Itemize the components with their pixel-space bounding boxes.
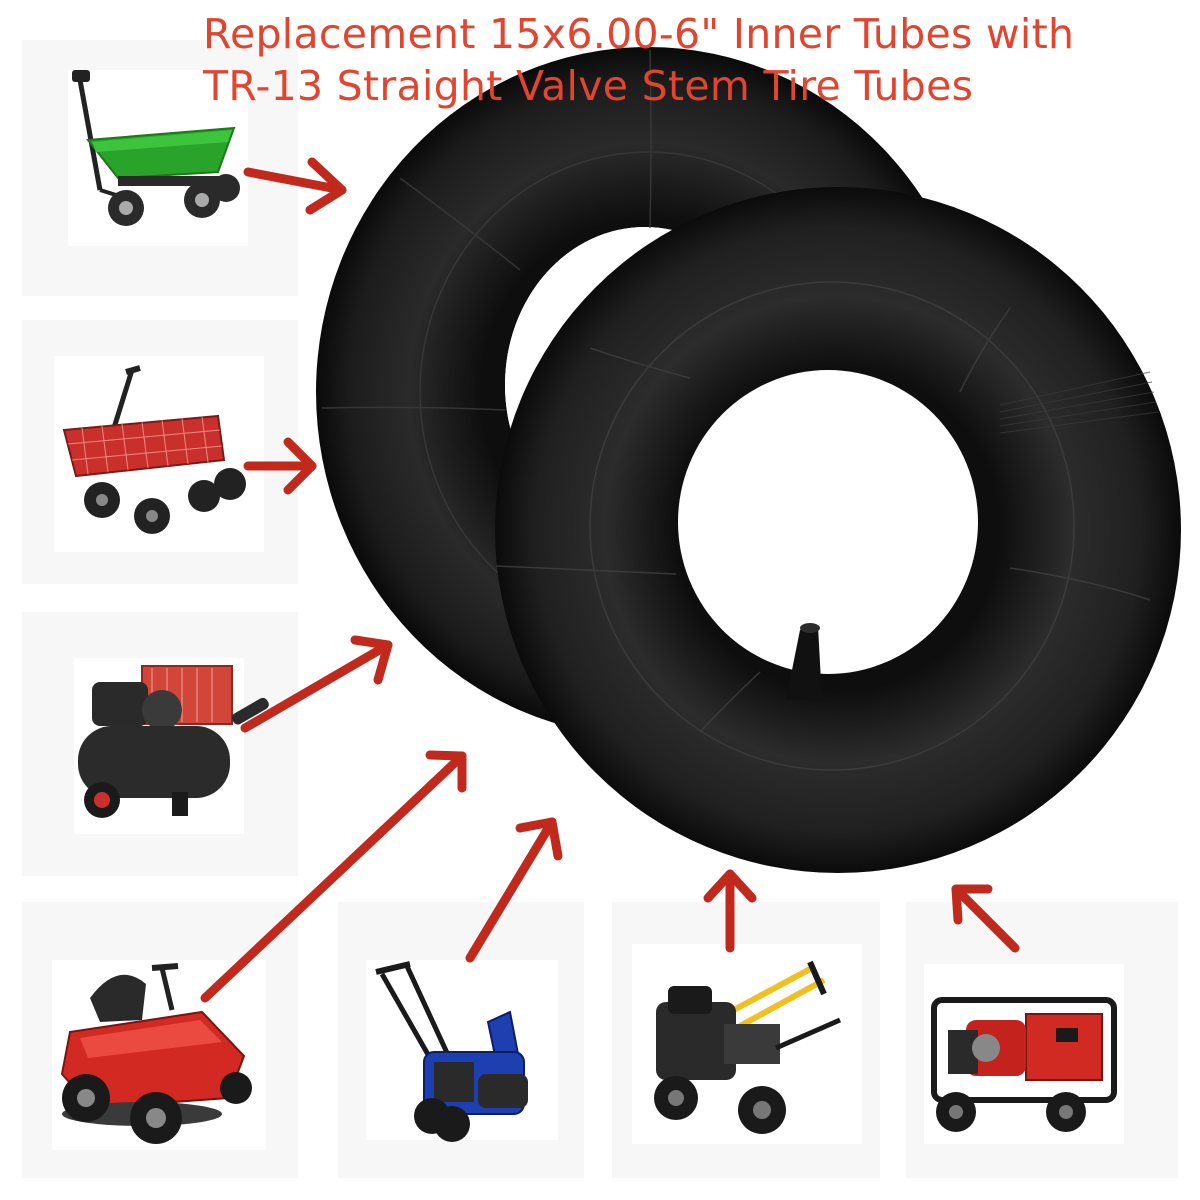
pressure-washer-icon	[632, 944, 862, 1144]
application-red-garden-wagon	[22, 320, 298, 584]
application-snow-blower	[338, 902, 584, 1178]
green-dump-cart-icon	[68, 70, 248, 246]
application-portable-generator	[906, 902, 1178, 1178]
air-compressor-icon	[74, 658, 269, 834]
title-line-2: TR-13 Straight Valve Stem Tire Tubes	[203, 62, 974, 110]
arrow-pressure-washer	[703, 869, 757, 953]
product-title: Replacement 15x6.00-6" Inner Tubes with …	[203, 8, 1193, 112]
application-air-compressor	[22, 612, 298, 876]
portable-generator-icon	[924, 964, 1124, 1144]
arrow-generator	[951, 884, 1020, 953]
valve-stem	[786, 623, 822, 700]
application-pressure-washer	[612, 902, 880, 1178]
application-green-dump-cart	[22, 40, 298, 296]
arrow-air-compressor	[240, 635, 393, 733]
riding-lawn-mower-icon	[52, 960, 266, 1150]
application-riding-mower	[22, 902, 298, 1178]
arrow-garden-wagon	[243, 437, 317, 495]
title-line-1: Replacement 15x6.00-6" Inner Tubes with	[203, 10, 1075, 58]
snow-blower-icon	[366, 960, 558, 1142]
arrow-riding-mower	[200, 750, 467, 1003]
front-inner-tube	[495, 187, 1181, 873]
red-mesh-garden-wagon-icon	[54, 356, 264, 552]
arrow-snow-blower	[465, 817, 563, 963]
arrow-dump-cart	[243, 157, 347, 215]
